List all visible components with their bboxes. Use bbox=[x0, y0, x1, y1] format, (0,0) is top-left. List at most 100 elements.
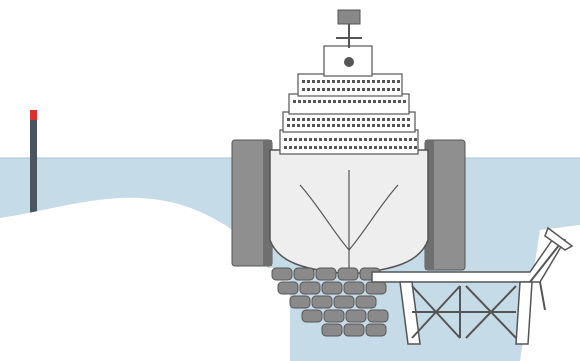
ship-window bbox=[322, 88, 325, 91]
ship-window bbox=[382, 88, 385, 91]
grout-bag bbox=[290, 296, 310, 308]
ship-window bbox=[409, 146, 412, 149]
grout-bag bbox=[346, 310, 366, 322]
ship-window bbox=[332, 80, 335, 83]
ship-window bbox=[287, 118, 290, 121]
grout-bag bbox=[356, 296, 376, 308]
ship-window bbox=[287, 124, 290, 127]
ship-window bbox=[342, 80, 345, 83]
ship-window bbox=[303, 100, 306, 103]
ship-window bbox=[299, 146, 302, 149]
grout-bag bbox=[344, 324, 364, 336]
ship-window bbox=[403, 100, 406, 103]
ship-window bbox=[327, 80, 330, 83]
ship-window bbox=[377, 88, 380, 91]
ship-window bbox=[414, 138, 417, 141]
ship-window bbox=[317, 80, 320, 83]
ship-window bbox=[294, 138, 297, 141]
ship-window bbox=[347, 80, 350, 83]
ship-window bbox=[293, 100, 296, 103]
ship-window bbox=[344, 146, 347, 149]
ship-window bbox=[312, 124, 315, 127]
ship-window bbox=[352, 118, 355, 121]
ship-window bbox=[322, 118, 325, 121]
marker-pole-red-tip bbox=[30, 110, 37, 120]
ship-window bbox=[384, 138, 387, 141]
ship-window bbox=[334, 146, 337, 149]
ship-window bbox=[393, 100, 396, 103]
ship-window bbox=[372, 118, 375, 121]
ship-window bbox=[304, 138, 307, 141]
ship-radar-dome bbox=[344, 57, 354, 67]
ship-window bbox=[307, 88, 310, 91]
ship-window bbox=[407, 124, 410, 127]
ship-window bbox=[347, 118, 350, 121]
ship-window bbox=[373, 100, 376, 103]
ship-window bbox=[399, 146, 402, 149]
ship-window bbox=[292, 118, 295, 121]
ship-window bbox=[358, 100, 361, 103]
ship-window bbox=[362, 88, 365, 91]
ship-window bbox=[297, 124, 300, 127]
ship-window bbox=[333, 100, 336, 103]
ship-window bbox=[314, 138, 317, 141]
grout-bag bbox=[322, 282, 342, 294]
ship-window bbox=[369, 138, 372, 141]
ship-window bbox=[354, 138, 357, 141]
ship-window bbox=[354, 146, 357, 149]
port-sponson bbox=[232, 140, 272, 266]
ship-window bbox=[404, 138, 407, 141]
grout-bag bbox=[368, 310, 388, 322]
ship-window bbox=[364, 146, 367, 149]
ship-window bbox=[357, 88, 360, 91]
ship-window bbox=[344, 138, 347, 141]
ship-window bbox=[352, 124, 355, 127]
ship-window bbox=[359, 138, 362, 141]
ship-window bbox=[377, 124, 380, 127]
ship-window bbox=[382, 118, 385, 121]
ship-window bbox=[402, 118, 405, 121]
ship-window bbox=[392, 80, 395, 83]
ship-window bbox=[397, 118, 400, 121]
ship-window bbox=[302, 88, 305, 91]
grout-bag bbox=[366, 282, 386, 294]
ship-window bbox=[337, 80, 340, 83]
ship-window bbox=[292, 124, 295, 127]
ship-window bbox=[349, 146, 352, 149]
ship-window bbox=[392, 118, 395, 121]
ship-window bbox=[353, 100, 356, 103]
ship-window bbox=[378, 100, 381, 103]
ship-window bbox=[317, 124, 320, 127]
ship-window bbox=[364, 138, 367, 141]
ship-window bbox=[339, 146, 342, 149]
marker-pole-shaft bbox=[30, 118, 37, 214]
ship-window bbox=[332, 124, 335, 127]
ship-window bbox=[389, 138, 392, 141]
ship-window bbox=[409, 138, 412, 141]
ship-window bbox=[307, 80, 310, 83]
ship-window bbox=[313, 100, 316, 103]
ship-window bbox=[332, 118, 335, 121]
ship-window bbox=[317, 88, 320, 91]
ship-window bbox=[308, 100, 311, 103]
ship-window bbox=[362, 124, 365, 127]
ship-window bbox=[338, 100, 341, 103]
ship-window bbox=[342, 88, 345, 91]
grout-bag bbox=[344, 282, 364, 294]
ship-window bbox=[318, 100, 321, 103]
starboard-sponson bbox=[425, 140, 465, 270]
ship-window bbox=[402, 124, 405, 127]
grout-bag bbox=[302, 310, 322, 322]
ship-window bbox=[314, 146, 317, 149]
ship-window bbox=[367, 124, 370, 127]
ship-mid-deck bbox=[283, 112, 415, 132]
ship-window bbox=[298, 100, 301, 103]
ship-window bbox=[348, 100, 351, 103]
ship-window bbox=[407, 118, 410, 121]
ship-window bbox=[392, 124, 395, 127]
ship-window bbox=[342, 118, 345, 121]
ship-window bbox=[312, 88, 315, 91]
ship-top-deck bbox=[298, 74, 402, 96]
ship-window bbox=[397, 80, 400, 83]
